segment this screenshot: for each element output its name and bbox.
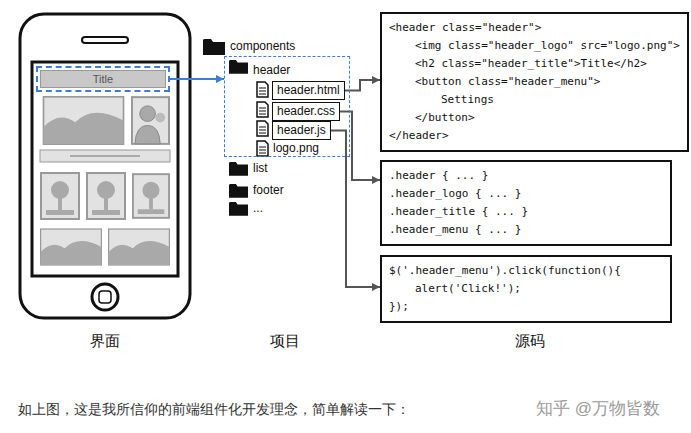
connector-arrow	[170, 78, 224, 80]
column-label: 界面	[90, 332, 120, 351]
connector-arrow	[331, 131, 380, 288]
code-line: .header_menu { ... }	[389, 221, 663, 239]
node-label: header.js	[277, 123, 326, 138]
text-bar	[40, 150, 170, 162]
file-icon	[257, 121, 268, 136]
avatar-placeholder	[132, 97, 169, 144]
folder-icon	[229, 60, 248, 74]
folder-name: components	[230, 39, 295, 53]
file-box: header.html	[272, 81, 345, 100]
file-icon	[257, 82, 268, 97]
code-line: .header { ... }	[389, 167, 663, 185]
file-icon	[257, 102, 268, 117]
code-line: .header_logo { ... }	[389, 185, 663, 203]
folder-icon	[203, 39, 225, 55]
title-bar: Title	[36, 66, 170, 92]
code-line: Settings	[441, 91, 680, 109]
home-button	[92, 284, 118, 310]
connector-arrow	[345, 80, 380, 91]
phone-body	[20, 14, 190, 318]
node-label: header.html	[277, 83, 340, 98]
code-line: alert('Click!');	[415, 280, 663, 298]
image-placeholder	[43, 97, 123, 144]
image-placeholder	[87, 173, 125, 219]
code-line: <h2 class="header_title">Title</h2>	[415, 55, 680, 73]
code-line: </header>	[389, 127, 680, 145]
image-placeholder	[109, 229, 170, 265]
code-line: <img class="header_logo" src="logo.png">	[415, 37, 680, 55]
folder-name: header	[253, 63, 290, 77]
file-icon	[257, 141, 268, 156]
image-placeholder	[41, 173, 79, 219]
folder-icon	[229, 162, 248, 176]
phone-speaker	[82, 37, 128, 43]
column-label: 源码	[515, 332, 545, 351]
file-name: logo.png	[273, 141, 319, 155]
caption: 如上图，这是我所信仰的前端组件化开发理念，简单解读一下：	[18, 401, 410, 419]
code-line: </button>	[415, 109, 680, 127]
folder-name: footer	[253, 183, 284, 197]
code-box: <header class="header"><img class="heade…	[380, 12, 689, 152]
image-placeholder	[41, 229, 102, 265]
home-button-mark	[99, 291, 111, 303]
text-line	[70, 155, 140, 157]
folder-icon	[229, 184, 248, 198]
image-placeholder	[133, 174, 169, 218]
code-line: <header class="header">	[389, 19, 680, 37]
node-label: header.css	[277, 104, 335, 119]
folder-icon	[229, 202, 248, 216]
phone-screen	[32, 62, 178, 276]
file-box: header.css	[272, 102, 340, 121]
column-label: 项目	[270, 332, 300, 351]
code-line: });	[389, 298, 663, 316]
folder-name: list	[253, 161, 268, 175]
node-label: Title	[40, 70, 166, 88]
file-box: header.js	[272, 121, 331, 140]
folder-name: ...	[253, 201, 263, 215]
watermark: 知乎 @万物皆数	[536, 397, 660, 420]
code-line: .header_title { ... }	[389, 203, 663, 221]
code-line: $('.header_menu').click(function(){	[389, 262, 663, 280]
code-line: <button class="header_menu">	[415, 73, 680, 91]
code-box: .header { ... }.header_logo { ... }.head…	[380, 160, 672, 246]
code-box: $('.header_menu').click(function(){alert…	[380, 255, 672, 323]
